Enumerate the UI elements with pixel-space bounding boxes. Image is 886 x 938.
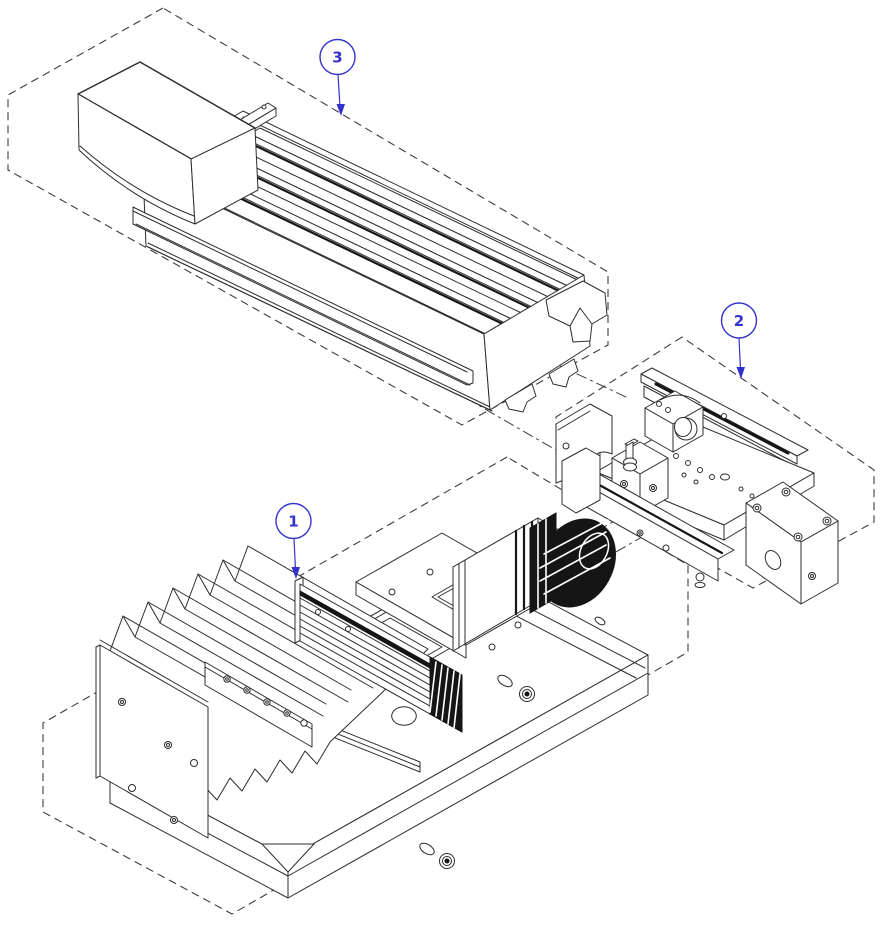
callout-3-balloon: [319, 38, 356, 76]
callout-3-arrowhead: [336, 104, 345, 116]
bellows-end-plate: [95, 639, 209, 839]
corner-bracket: [745, 481, 839, 605]
callout-1-label: 1: [288, 513, 298, 531]
callouts: 3 2 1: [275, 38, 758, 579]
axis-line-3-to-2-lower: [465, 397, 557, 451]
assembly-3-boundary: [7, 7, 609, 426]
bearing-block: [644, 390, 704, 453]
assembly-2-illustration: [555, 367, 839, 605]
base-hardware: [391, 616, 606, 869]
assembly-1-boundary: [42, 456, 689, 915]
callout-1-balloon: [275, 502, 312, 540]
callout-3-label: 3: [332, 49, 342, 67]
assembly-2-boundary: [555, 336, 875, 589]
adjustment-stud: [623, 438, 639, 472]
tslot-rails: [195, 127, 587, 337]
motor-cover-box: [77, 61, 259, 225]
bed-end-feet: [483, 274, 608, 413]
assembly-3-illustration: [77, 61, 608, 413]
callout-3: 3: [319, 38, 356, 116]
callout-2: 2: [720, 302, 758, 379]
front-apron-strips: [132, 206, 493, 412]
callout-2-label: 2: [734, 312, 744, 330]
assembly-1-illustration: [95, 512, 649, 899]
hand-knob: [529, 512, 616, 614]
assembly-boundaries: [7, 7, 875, 915]
callout-1: 1: [275, 502, 312, 579]
ribbed-way-cover: [294, 576, 463, 733]
callout-2-balloon: [720, 302, 758, 339]
bellows-wiper-bar: [204, 661, 313, 748]
lower-slide: [561, 447, 735, 588]
callout-1-arrowhead: [291, 567, 300, 579]
callout-2-arrowhead: [736, 367, 745, 379]
